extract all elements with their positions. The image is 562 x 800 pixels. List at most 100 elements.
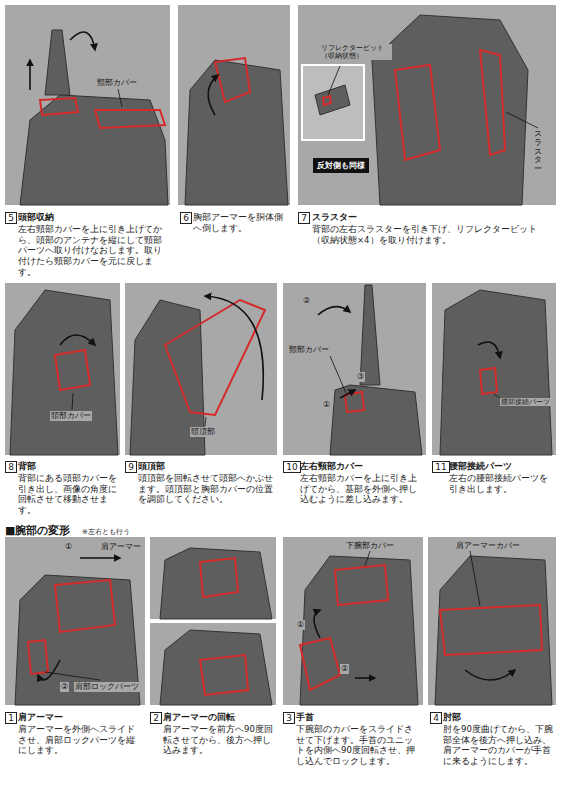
motion-arrow (340, 390, 355, 398)
robot-body (372, 15, 528, 205)
callout-label: 頭頂部 (190, 427, 216, 437)
part-outline (165, 300, 265, 415)
robot-body (185, 60, 288, 205)
motion-arrow (205, 296, 263, 400)
note-text: 反対側も同様 (317, 161, 365, 171)
step-heading: スラスター (312, 212, 357, 223)
step-number-box: 4 (430, 712, 442, 724)
step-text: 左右頸部カバーを上に引き上げてから、頭部のアンテナを縦にして頸部パーツへ取り付け… (18, 224, 168, 277)
robot-body (435, 556, 552, 705)
leader-line (506, 112, 538, 128)
note-tag: 反対側も同様 (313, 158, 369, 173)
part-outline (335, 565, 388, 605)
motion-arrow (318, 307, 350, 315)
robot-antenna (360, 285, 380, 385)
motion-arrow (478, 342, 500, 358)
leader-line (205, 417, 206, 426)
motion-arrow (80, 557, 120, 559)
step-number-box: 3 (283, 712, 295, 724)
step-text: 肩アーマーを外側へスライドさせ、肩部ロックパーツを縦にします。 (18, 724, 143, 756)
step-heading: 腰部接続パーツ (449, 461, 512, 472)
callout-label: 下腕部カバー (345, 541, 395, 551)
part-outline (345, 392, 364, 412)
part-outline (395, 65, 440, 160)
step-text: 下腕部のカバーをスライドさせて下げます。手首のユニットを内側へ90度回転させ、押… (296, 724, 421, 767)
robot-body (300, 556, 418, 705)
section-heading: ■腕部の変形 (5, 524, 70, 538)
callout-number: ① (64, 542, 73, 552)
callout-label: スラスター (534, 130, 542, 174)
step-text: 左右頸部カバーを上に引き上げてから、基部を外側へ押し込むように差し込みます。 (300, 473, 424, 505)
section-note: ※左右とも行う (82, 528, 130, 537)
part-outline (480, 368, 497, 394)
part-outline (440, 605, 542, 655)
photo-panel (5, 5, 170, 205)
robot-body (160, 548, 272, 619)
robot-body (330, 385, 422, 455)
part-outline (323, 96, 331, 105)
photo-panel (5, 537, 145, 705)
inset-photo (302, 65, 364, 140)
step-number-box: 10 (283, 461, 301, 473)
step-number: 11 (435, 463, 446, 472)
leader-line (118, 89, 122, 107)
motion-arrow (314, 610, 320, 638)
step-heading: 頭頂部 (138, 461, 165, 472)
part-outline (215, 58, 250, 102)
photo-panel (283, 283, 426, 455)
motion-arrow (38, 660, 60, 680)
step-number-box: 6 (180, 212, 192, 224)
robot-body (15, 575, 140, 705)
step-number: 8 (8, 463, 14, 472)
robot-body (160, 630, 272, 705)
robot-figures (10, 15, 552, 705)
step-number: 5 (8, 214, 14, 223)
step-text: 左右の腰部接続パーツを引き出します。 (449, 473, 555, 494)
motion-arrow (208, 75, 218, 115)
step-text: 頭頂部を回転させて頭部へかぶせます。頭頂部と胸部カバーの位置を調節してください。 (138, 473, 276, 505)
photo-panel (178, 5, 290, 205)
motion-arrow (70, 32, 95, 50)
leader-line (72, 393, 73, 410)
photo-panel (283, 537, 423, 705)
part-outline (200, 655, 248, 695)
step-heading: 肘部 (443, 712, 461, 723)
photo-panel (150, 537, 276, 619)
step-number-box: 9 (125, 461, 137, 473)
callout-number: ② (60, 682, 69, 692)
leader-line (365, 551, 370, 566)
motion-arrows (30, 32, 515, 680)
step-number-box: 11 (432, 461, 450, 473)
callout-label: 頭部カバー (50, 411, 92, 421)
motion-arrow (60, 335, 95, 345)
callout-label: リフレクタービット（収納状態） (320, 44, 392, 60)
step-number: 9 (128, 463, 134, 472)
part-outline (55, 350, 90, 390)
step-text: 肘を90度曲げてから、下腕部全体を後方へ押し込み、肩アーマーのカバーが手首に来る… (443, 724, 555, 767)
photo-panel (428, 537, 556, 705)
part-outline (95, 110, 165, 128)
part-outline (28, 640, 48, 674)
step-number-box: 7 (298, 212, 310, 224)
callout-label: 肩アーマーカバー (455, 541, 521, 551)
callout-number: ③ (356, 372, 365, 382)
step-number: 10 (286, 463, 297, 472)
leader-line (330, 356, 346, 393)
leader-line (470, 551, 480, 606)
step-heading: 肩アーマーの回転 (163, 712, 235, 723)
step-text: 背部の左右スラスターを引き下げ、リフレクタービット（収納状態×4）を取り付けます… (312, 224, 552, 245)
step-text: 肩アーマーを前方へ90度回転させてから、後方へ押し込みます。 (163, 724, 275, 756)
photo-panel (298, 5, 556, 205)
leader-lines (45, 66, 538, 680)
step-text: 背部にある頭部カバーを引き出し、画像の角度に回転させて移動させます。 (18, 473, 120, 516)
robot-body (10, 290, 118, 455)
reflector-bit (315, 85, 350, 115)
callout-label: 頸部カバー (288, 345, 330, 355)
photo-panel (5, 283, 120, 455)
step-number: 7 (301, 214, 307, 223)
step-heading: 肩アーマー (18, 712, 63, 723)
step-number: 1 (8, 714, 14, 723)
step-text: 胸部アーマーを胴体側へ倒します。 (193, 212, 288, 233)
part-outline (200, 558, 238, 597)
